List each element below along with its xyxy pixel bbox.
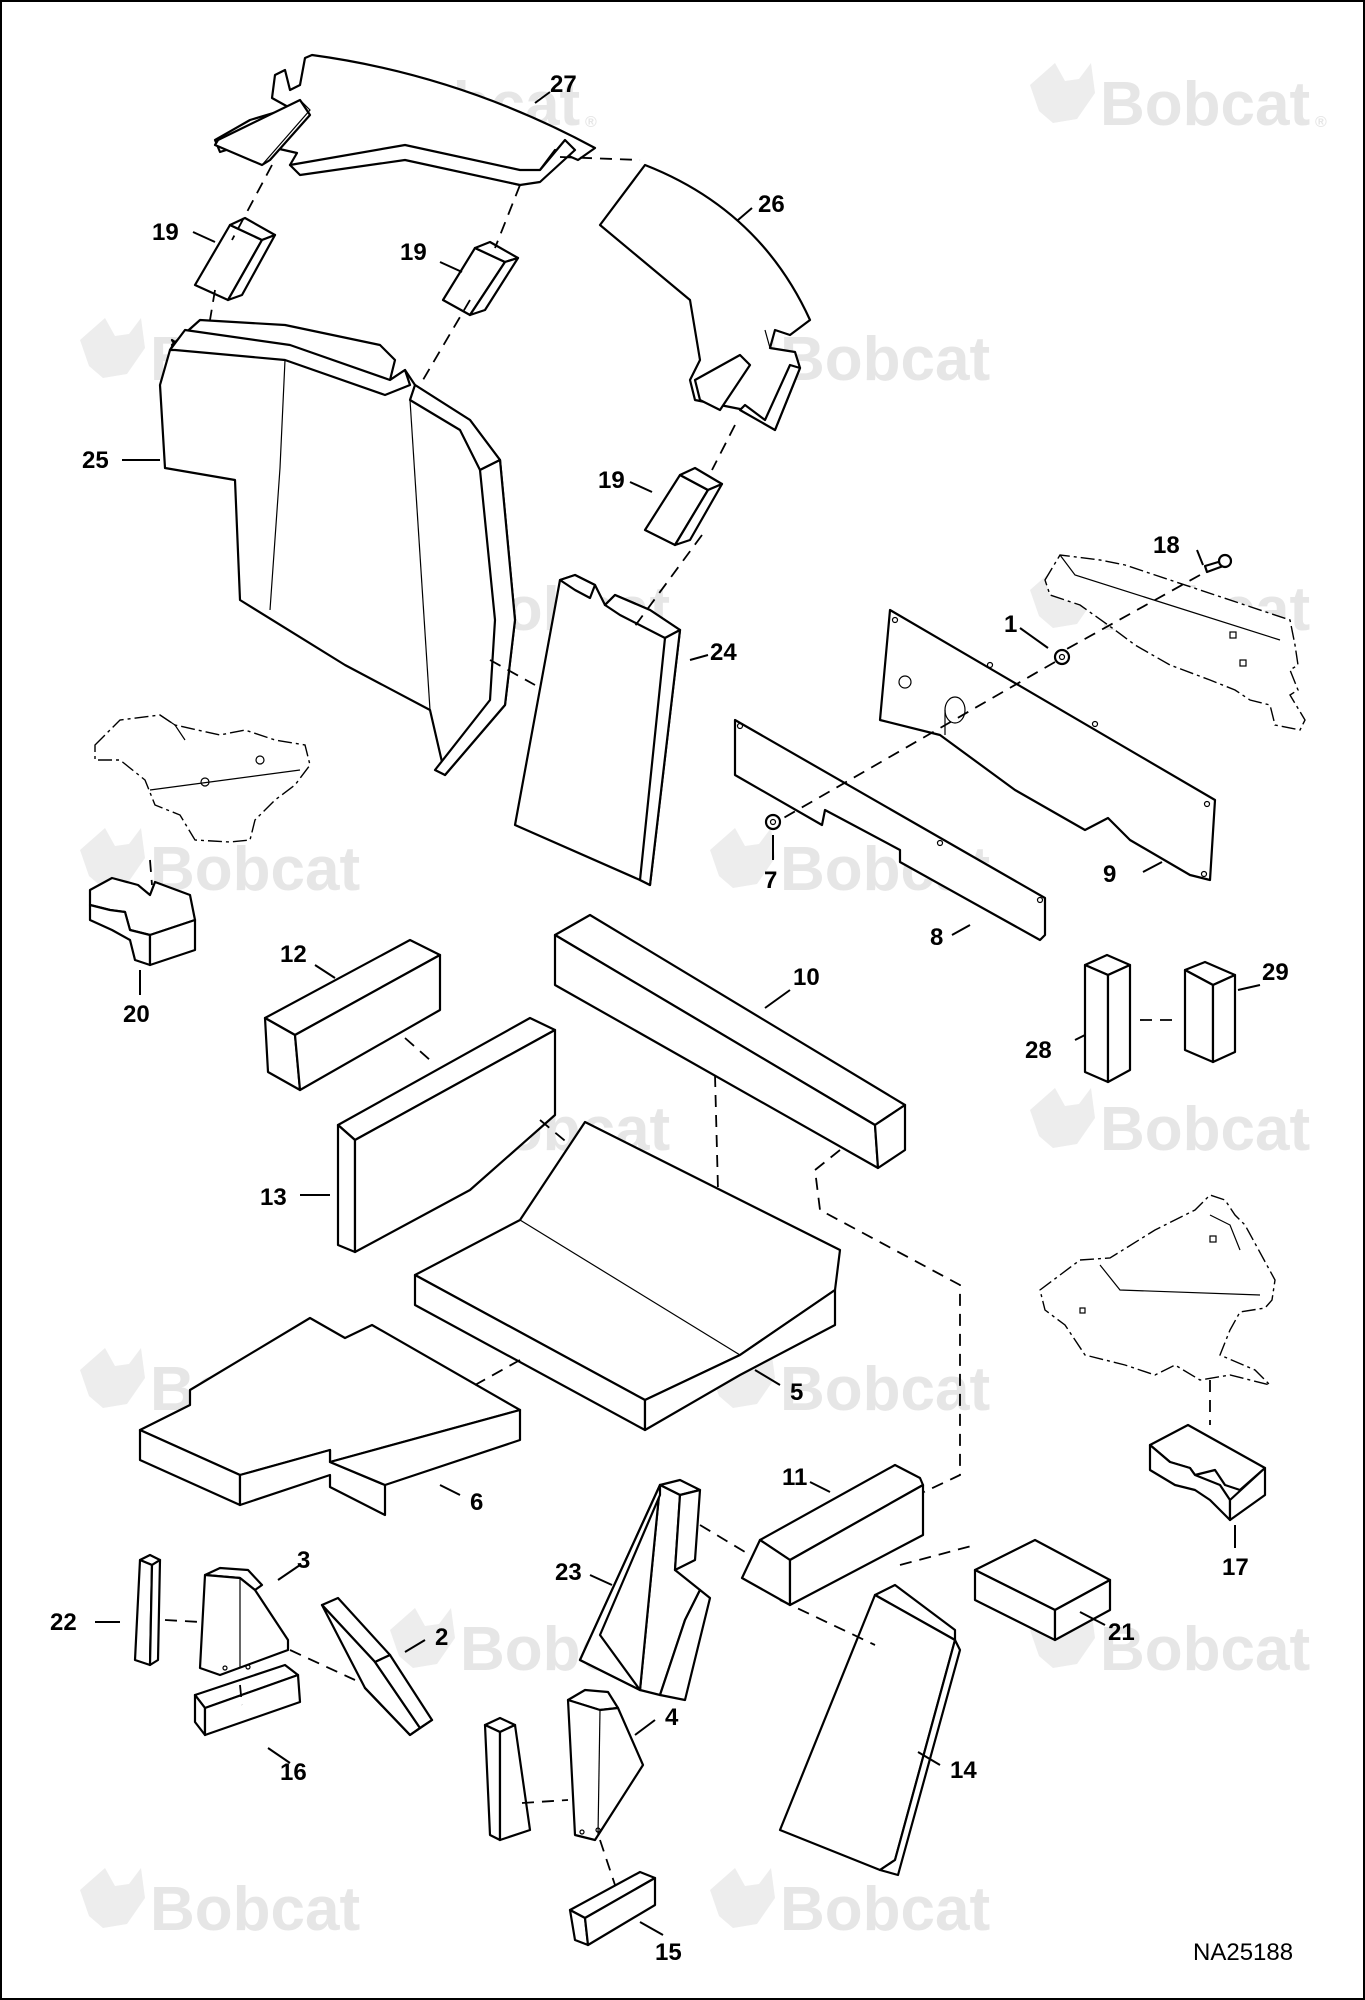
watermark-text: Bobcat	[150, 1875, 360, 1944]
part-18-screw	[1203, 553, 1233, 574]
part-24-side-foam	[513, 573, 682, 887]
callout-1: 1	[1004, 611, 1017, 638]
callout-13: 13	[260, 1184, 287, 1211]
watermark-text: Bobcat	[1100, 1615, 1310, 1684]
callout-18: 18	[1153, 532, 1180, 559]
part-23-side-foam	[578, 1478, 712, 1702]
part-7-nut	[764, 813, 782, 831]
part-21-foam-block	[973, 1538, 1112, 1642]
callout-9: 9	[1103, 861, 1116, 888]
part-15-foam-block	[568, 1870, 657, 1947]
part-17-bracket-block	[1148, 1423, 1267, 1522]
callout-28: 28	[1025, 1037, 1052, 1064]
watermark-10: Bobcat	[1030, 1088, 1310, 1164]
callout-5: 5	[790, 1379, 803, 1406]
part-22-foam-strip	[133, 1553, 162, 1667]
part-27-headliner-foam	[213, 53, 597, 187]
callout-25: 25	[82, 447, 109, 474]
assembly-lines	[149, 156, 1211, 1886]
callout-labels: 27 26 19 19 19 25 24 18 1 7 9 8 20 12 10…	[50, 71, 1289, 1966]
watermark-text: Bobcat	[780, 1355, 990, 1424]
callout-19-a: 19	[152, 219, 179, 246]
callout-22: 22	[50, 1609, 77, 1636]
watermark-mark: ®	[585, 114, 597, 131]
watermark-14: Bobcat	[1030, 1608, 1310, 1684]
watermark-text: Bobcat	[780, 325, 990, 394]
callout-29: 29	[1262, 959, 1289, 986]
callout-21: 21	[1108, 1619, 1135, 1646]
part-4-corner-foam	[566, 1688, 645, 1842]
callout-2: 2	[435, 1624, 448, 1651]
callout-leaders	[95, 91, 1261, 1936]
part-19-spacer-block-c	[643, 466, 724, 547]
watermark-text: Bobcat	[1100, 70, 1310, 139]
part-26-rear-headliner-foam	[598, 163, 812, 432]
callout-15: 15	[655, 1939, 682, 1966]
part-5-floor-foam	[413, 1120, 842, 1432]
callout-8: 8	[930, 924, 943, 951]
callout-4: 4	[665, 1704, 679, 1731]
lower-right-bracket-phantom	[1039, 1194, 1276, 1387]
part-3-corner-foam	[198, 1566, 290, 1677]
callout-24: 24	[710, 639, 737, 666]
part-11-wedge-foam	[740, 1463, 925, 1607]
part-8-cover-strip	[733, 718, 1047, 942]
part-4-side-block	[483, 1716, 532, 1842]
part-13-side-foam-panel	[336, 1016, 557, 1254]
part-14-long-foam-panel	[778, 1583, 962, 1877]
part-20-bracket-block	[88, 876, 197, 967]
part-25-rear-wall-foam	[158, 318, 517, 777]
callout-3: 3	[297, 1547, 310, 1574]
watermark-16: Bobcat	[710, 1868, 990, 1944]
callout-27: 27	[550, 71, 577, 98]
part-19-spacer-block-a	[193, 216, 277, 302]
upper-right-bracket-phantom	[1044, 554, 1306, 731]
part-10-long-foam-beam	[553, 913, 907, 1170]
callout-7: 7	[764, 867, 777, 894]
left-floor-bracket-phantom	[94, 714, 311, 843]
watermark-12: Bobcat	[710, 1348, 990, 1424]
drawing-reference-code: NA25188	[1193, 1939, 1293, 1966]
callout-6: 6	[470, 1489, 483, 1516]
part-19-spacer-block-b	[441, 240, 520, 317]
callout-10: 10	[793, 964, 820, 991]
callout-17: 17	[1222, 1554, 1249, 1581]
part-16-foam-block	[193, 1663, 302, 1737]
part-9-cover-plate	[878, 608, 1217, 882]
part-6-floor-mat-foam	[138, 1316, 522, 1517]
callout-20: 20	[123, 1001, 150, 1028]
watermark-text: Bobcat	[780, 1875, 990, 1944]
part-29-foam-post	[1183, 960, 1237, 1064]
callout-23: 23	[555, 1559, 582, 1586]
callout-19-c: 19	[598, 467, 625, 494]
callout-19-b: 19	[400, 239, 427, 266]
callout-14: 14	[950, 1757, 977, 1784]
watermark-2: Bobcat ®	[1030, 63, 1327, 139]
callout-16: 16	[280, 1759, 307, 1786]
watermark-mark: ®	[1315, 114, 1327, 131]
part-12-foam-block	[263, 938, 442, 1092]
part-28-foam-post	[1083, 953, 1132, 1084]
part-2-foam-panel	[320, 1596, 434, 1737]
part-1-washer	[1053, 648, 1071, 666]
callout-12: 12	[280, 941, 307, 968]
callout-26: 26	[758, 191, 785, 218]
watermark-text: Bobcat	[1100, 1095, 1310, 1164]
watermark-15: Bobcat	[80, 1868, 360, 1944]
callout-11: 11	[782, 1464, 807, 1491]
